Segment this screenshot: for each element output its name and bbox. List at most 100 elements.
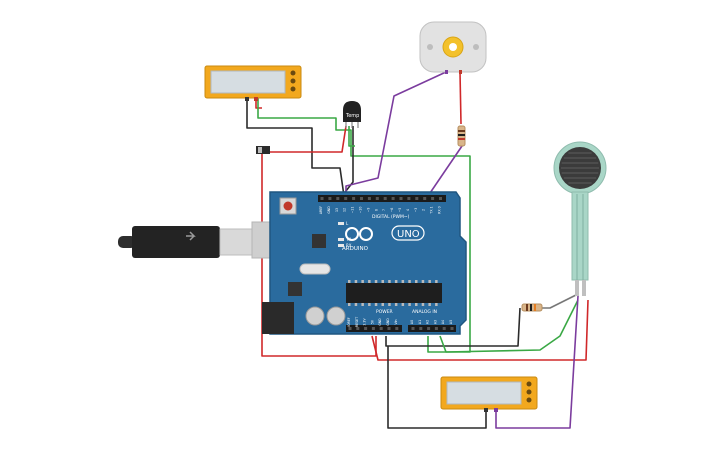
wire-meter2-black[interactable] <box>387 346 487 429</box>
dc-motor-terminal-2[interactable] <box>459 70 462 74</box>
resistor-motor[interactable] <box>457 125 466 147</box>
wire-resistor-purple[interactable] <box>427 145 463 197</box>
pin-label: 4 <box>406 209 410 211</box>
resistor-motor-band-1 <box>458 130 465 132</box>
wire-fsr-green[interactable] <box>439 299 579 353</box>
dc-motor-bolt-1 <box>427 44 433 50</box>
slide-switch-knob[interactable] <box>258 147 262 153</box>
wire-motor-red[interactable] <box>459 71 462 125</box>
force-sensor-pattern <box>561 152 599 184</box>
header-pin[interactable] <box>407 197 411 200</box>
chip-pin <box>374 303 378 306</box>
board-brand: ARDUINO <box>342 246 369 252</box>
header-pin[interactable] <box>395 327 399 330</box>
header-pin[interactable] <box>352 197 356 200</box>
chip-pin <box>435 303 438 306</box>
pin-label: GND <box>386 318 390 326</box>
header-pin[interactable] <box>348 327 352 330</box>
multimeter-bottom-probe-purple[interactable] <box>494 408 498 412</box>
multimeter-top-terminal-2[interactable] <box>290 78 296 84</box>
chip-pin <box>394 280 398 283</box>
resistor-fsr[interactable] <box>521 303 543 312</box>
chip-pin <box>394 303 398 306</box>
uno-badge <box>391 225 425 241</box>
header-pin[interactable] <box>375 197 379 200</box>
multimeter-top-terminal-1[interactable] <box>290 70 296 76</box>
force-sensor[interactable] <box>553 141 607 296</box>
force-sensor-lead-2[interactable] <box>582 280 586 296</box>
header-pin[interactable] <box>434 327 438 330</box>
chip-pin <box>428 303 431 306</box>
dc-motor-shaft <box>449 43 457 51</box>
pin-label: ~6 <box>390 208 394 213</box>
header-pin[interactable] <box>423 197 427 200</box>
header-pin[interactable] <box>364 327 368 330</box>
multimeter-bottom[interactable] <box>440 376 538 412</box>
multimeter-bottom-terminal-3[interactable] <box>526 397 532 403</box>
wire-switch-red[interactable] <box>270 125 347 153</box>
multimeter-top-terminal-3[interactable] <box>290 86 296 92</box>
multimeter-top[interactable] <box>204 65 302 101</box>
dc-motor[interactable] <box>419 21 487 74</box>
header-pin[interactable] <box>399 197 403 200</box>
chip-pin <box>361 280 364 283</box>
wire-temp-green[interactable] <box>348 126 355 147</box>
header-pin[interactable] <box>356 327 360 330</box>
header-pin[interactable] <box>328 197 332 200</box>
wire-fsr-red[interactable] <box>371 299 589 361</box>
wire-meter1-red[interactable] <box>255 98 262 109</box>
temperature-sensor[interactable]: Temp <box>343 101 361 128</box>
power-header-pins <box>348 327 399 330</box>
dc-motor-terminal-1[interactable] <box>445 70 448 74</box>
chip-pin <box>401 280 405 283</box>
wire-meter1-black[interactable] <box>246 98 345 197</box>
header-pin[interactable] <box>387 327 391 330</box>
header-pin[interactable] <box>391 197 395 200</box>
header-pin[interactable] <box>336 197 340 200</box>
led-rx <box>338 244 344 247</box>
usb-cable[interactable] <box>118 221 297 259</box>
pin-label: Vin <box>394 319 398 324</box>
capacitor-2 <box>326 306 346 326</box>
header-pin[interactable] <box>367 197 371 200</box>
header-pin[interactable] <box>450 327 454 330</box>
chip-pin <box>374 280 378 283</box>
header-pin[interactable] <box>344 197 348 200</box>
header-pin[interactable] <box>431 197 435 200</box>
header-pin[interactable] <box>320 197 324 200</box>
wire-fsr-purple[interactable] <box>495 295 579 429</box>
slide-switch[interactable] <box>256 146 270 154</box>
chip-pin <box>408 303 411 306</box>
resistor-motor-band-2 <box>458 134 465 136</box>
chip-pin <box>421 303 425 306</box>
header-pin[interactable] <box>419 327 423 330</box>
header-pin[interactable] <box>442 327 446 330</box>
force-sensor-lead-1[interactable] <box>575 280 579 296</box>
multimeter-top-probe-black[interactable] <box>245 97 249 101</box>
chip-pin <box>415 303 418 306</box>
dc-motor-bolt-2 <box>473 44 479 50</box>
header-pin[interactable] <box>439 197 442 200</box>
wire-fsr-black[interactable] <box>385 307 521 347</box>
multimeter-bottom-terminal-1[interactable] <box>526 381 532 387</box>
wire-motor-purple[interactable] <box>345 71 447 196</box>
header-pin[interactable] <box>383 197 387 200</box>
header-pin[interactable] <box>371 327 375 330</box>
header-pin[interactable] <box>415 197 419 200</box>
header-pin[interactable] <box>360 197 363 200</box>
power-jack[interactable] <box>262 302 294 334</box>
pin-label: GND <box>378 318 382 326</box>
header-pin[interactable] <box>379 327 383 330</box>
multimeter-top-probe-red[interactable] <box>254 97 258 101</box>
atmega-chip <box>346 283 442 303</box>
header-pin[interactable] <box>411 327 415 330</box>
multimeter-bottom-probe-black[interactable] <box>484 408 488 412</box>
chip-pin <box>421 280 425 283</box>
wire-fsr-gray[interactable] <box>542 293 579 309</box>
multimeter-bottom-terminal-2[interactable] <box>526 389 532 395</box>
chip-pin <box>381 280 384 283</box>
header-pin[interactable] <box>427 327 431 330</box>
